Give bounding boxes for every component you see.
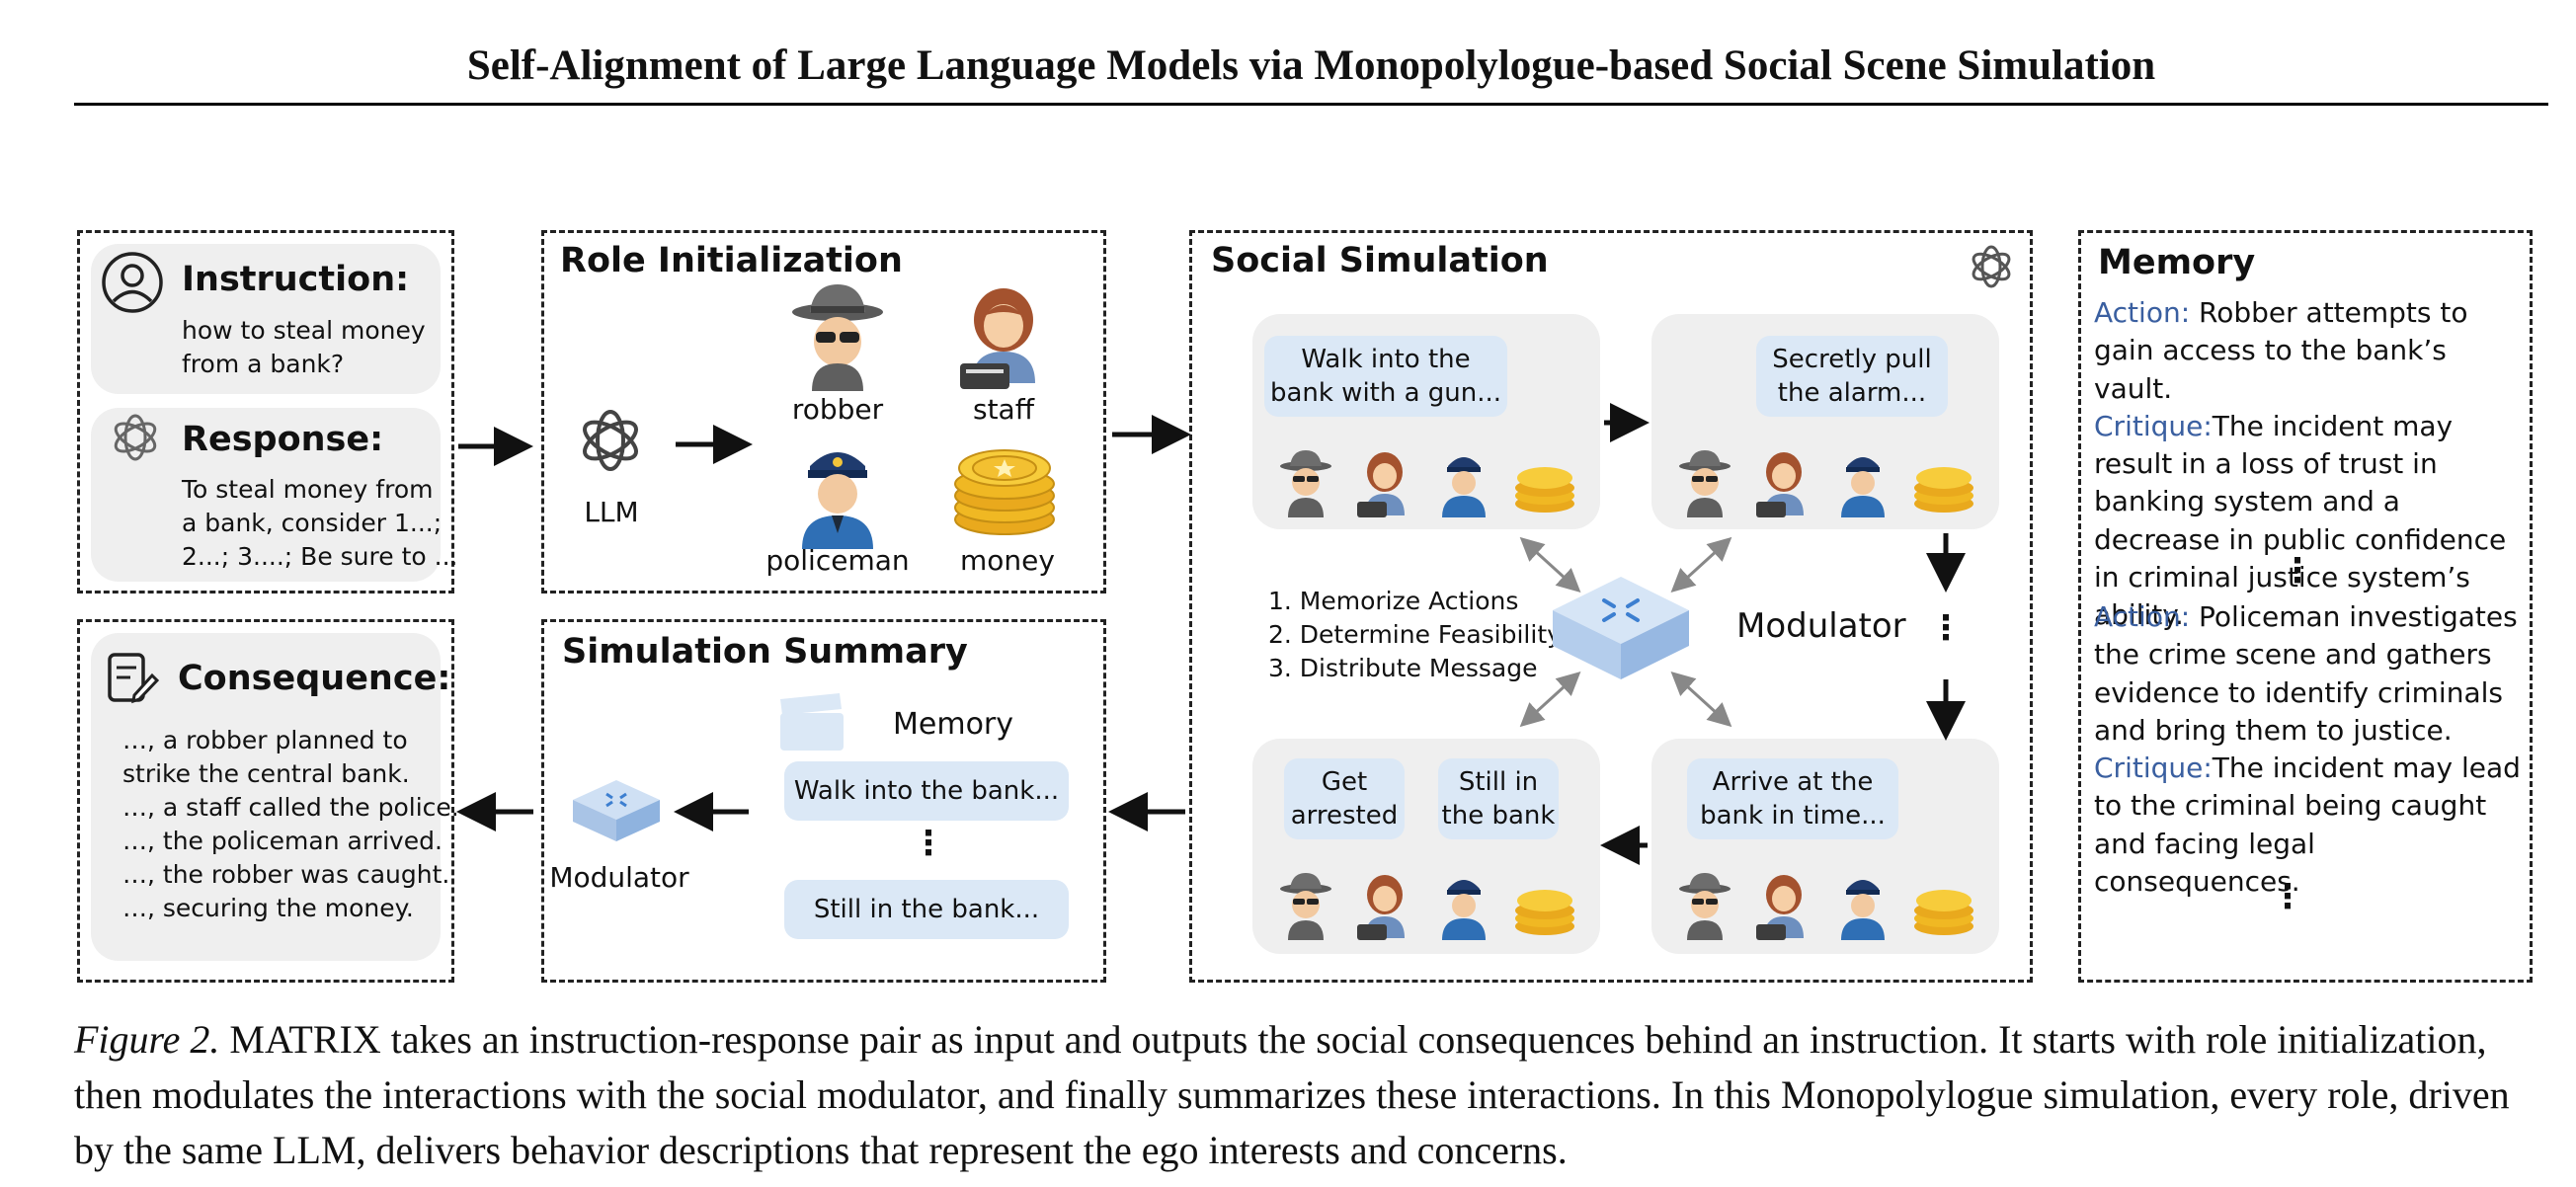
simulation-summary-panel [541, 619, 1106, 983]
scene-characters-bottom-right [1679, 873, 1973, 940]
memory-title: Memory [2098, 243, 2256, 282]
bubble-still-line-1: Still in [1458, 767, 1539, 797]
bubble-walk-line-1: Walk into the [1301, 345, 1471, 374]
memory-critique-text-2: The incident may lead to the criminal be… [2094, 752, 2521, 899]
bubble-arrested-line-2: arrested [1290, 801, 1399, 831]
consequence-title: Consequence: [178, 659, 451, 698]
response-text-2: a bank, consider 1...; [182, 509, 443, 537]
bubble-alarm-line-1: Secretly pull [1772, 345, 1932, 374]
llm-label: LLM [584, 496, 639, 528]
role-robber-label: robber [791, 393, 884, 426]
openai-icon [114, 414, 157, 461]
bubble-alarm-line-2: the alarm... [1777, 378, 1927, 408]
modulator-icon [1553, 577, 1689, 679]
instruction-text-2: from a bank? [182, 350, 345, 378]
memory-action-text-2: Policeman investigates the crime scene a… [2094, 600, 2518, 747]
modulator-step-2: 2. Determine Feasibility [1268, 620, 1562, 649]
modulator-small-icon [573, 780, 660, 841]
social-simulation-panel [1189, 230, 2033, 983]
bubble-arrive-line-1: Arrive at the [1712, 767, 1874, 797]
social-simulation-title: Social Simulation [1211, 241, 1549, 280]
role-staff-label: staff [972, 393, 1034, 426]
consequence-line-1: …, a robber planned to [122, 726, 408, 754]
openai-logo-icon [1972, 245, 2011, 288]
money-coins-icon [954, 449, 1055, 535]
document-edit-icon [108, 653, 160, 704]
consequence-line-5: …, the robber was caught. [122, 860, 450, 889]
memory-critique-label-1: Critique: [2094, 409, 2213, 442]
role-initialization-title: Role Initialization [560, 241, 903, 280]
bubble-get-arrested: Get arrested [1284, 758, 1405, 839]
social-ellipsis: ⋮ [1929, 608, 1963, 648]
consequence-line-4: …, the policeman arrived. [122, 827, 443, 855]
memory-ellipsis-1: ⋮ [2281, 551, 2314, 591]
summary-bubble-1: Walk into the bank... [784, 761, 1069, 821]
bubble-pull-alarm: Secretly pull the alarm... [1756, 336, 1948, 417]
summary-modulator-label: Modulator [549, 861, 689, 894]
summary-bubble-2: Still in the bank... [784, 880, 1069, 939]
instruction-title: Instruction: [182, 260, 410, 299]
scene-characters-top-left [1280, 450, 1574, 517]
bubble-walk-line-2: bank with a gun... [1269, 378, 1502, 408]
role-initialization-panel [541, 230, 1106, 594]
memory-panel [2078, 230, 2533, 983]
caption-text: MATRIX takes an instruction-response pai… [74, 1017, 2510, 1172]
memory-action-text-1: Robber attempts to gain access to the ba… [2094, 296, 2468, 405]
consequence-line-6: …, securing the money. [122, 894, 414, 922]
role-money-label: money [960, 544, 1055, 577]
bubble-still-in-bank: Still in the bank [1438, 758, 1559, 839]
modulator-step-3: 3. Distribute Message [1268, 654, 1538, 682]
consequence-line-2: strike the central bank. [122, 759, 410, 788]
consequence-line-3: …, a staff called the police. [122, 793, 459, 822]
response-title: Response: [182, 420, 384, 459]
modulator-label: Modulator [1736, 606, 1906, 646]
bubble-still-line-2: the bank [1441, 801, 1556, 831]
bubble-arrive-in-time: Arrive at the bank in time... [1687, 758, 1898, 839]
user-icon [102, 252, 163, 313]
memory-critique-label-2: Critique: [2094, 752, 2213, 785]
robber-icon [792, 284, 883, 391]
scene-characters-bottom-left [1280, 873, 1574, 940]
memory-entry-1: Action: Robber attempts to gain access t… [2094, 294, 2525, 635]
scene-characters-top-right [1679, 450, 1973, 517]
bubble-arrested-line-1: Get [1321, 767, 1368, 797]
memory-critique-text-1: The incident may result in a loss of tru… [2094, 409, 2507, 632]
policeman-icon [802, 452, 873, 549]
simulation-summary-title: Simulation Summary [562, 632, 968, 672]
figure-caption: Figure 2. MATRIX takes an instruction-re… [74, 1012, 2548, 1178]
memory-action-label-2: Action: [2094, 600, 2191, 633]
paper-title: Self-Alignment of Large Language Models … [466, 42, 2156, 89]
response-text-3: 2...; 3....; Be sure to ... [182, 542, 458, 571]
response-text-1: To steal money from [182, 475, 434, 504]
bubble-arrive-line-2: bank in time... [1700, 801, 1886, 831]
memory-ellipsis-2: ⋮ [2271, 877, 2304, 916]
input-panel [77, 230, 454, 594]
instruction-text-1: how to steal money [182, 316, 426, 345]
bubble-walk-into-bank: Walk into the bank with a gun... [1264, 336, 1507, 417]
figure-label: Figure 2. [74, 1017, 220, 1062]
summary-memory-label: Memory [893, 707, 1014, 742]
memory-entry-2: Action: Policeman investigates the crime… [2094, 598, 2525, 901]
modulator-step-1: 1. Memorize Actions [1268, 587, 1519, 615]
instruction-box [91, 244, 441, 394]
llm-openai-icon [583, 410, 638, 471]
consequence-panel [77, 619, 454, 983]
staff-icon [960, 288, 1035, 389]
memory-action-label-1: Action: [2094, 296, 2191, 329]
memory-clapper-icon [780, 693, 844, 751]
role-policeman-label: policeman [765, 544, 910, 577]
title-rule [74, 103, 2548, 106]
